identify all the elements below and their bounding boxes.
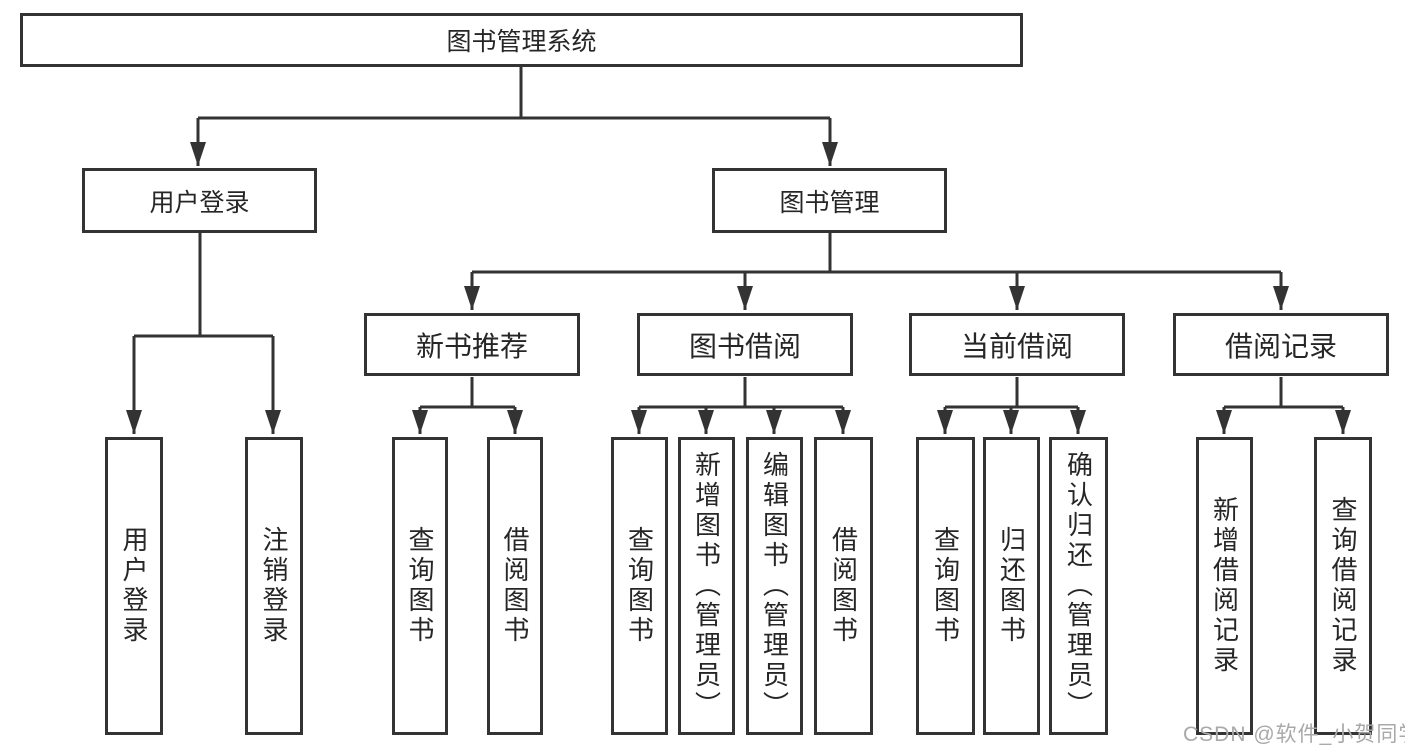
- node-label: 用户登录: [119, 526, 149, 646]
- node-label: 新增图书（管理员）: [691, 451, 722, 721]
- leaf-query-books-recommend: 查询图书: [392, 437, 448, 735]
- node-root-library-management-system: 图书管理系统: [20, 13, 1023, 67]
- leaf-add-borrow-record: 新增借阅记录: [1196, 437, 1253, 735]
- node-user-login: 用户登录: [82, 168, 317, 233]
- node-label: 用户登录: [149, 188, 250, 217]
- node-label: 查询图书: [405, 526, 435, 646]
- node-label: 图书管理系统: [446, 28, 597, 56]
- leaf-query-books-borrow: 查询图书: [611, 437, 668, 735]
- node-book-management: 图书管理: [712, 168, 947, 233]
- node-label: 归还图书: [996, 526, 1027, 646]
- connector-group: [126, 67, 1351, 434]
- node-label: 查询借阅记录: [1328, 496, 1358, 676]
- csdn-watermark: CSDN @软件_小贺同学: [1183, 723, 1405, 746]
- node-label: 借阅记录: [1224, 330, 1337, 362]
- node-label: 新书推荐: [415, 330, 528, 362]
- node-label: 新增借阅记录: [1209, 496, 1240, 676]
- node-label: 借阅图书: [828, 526, 859, 646]
- node-label: 查询图书: [930, 526, 961, 646]
- leaf-logout: 注销登录: [245, 437, 303, 735]
- node-current-borrow: 当前借阅: [909, 313, 1125, 376]
- leaf-borrow-books-recommend: 借阅图书: [487, 437, 543, 735]
- node-label: 图书管理: [779, 188, 880, 217]
- leaf-confirm-return-admin: 确认归还（管理员）: [1049, 437, 1108, 735]
- leaf-add-book-admin: 新增图书（管理员）: [678, 437, 735, 735]
- leaf-query-books-current: 查询图书: [916, 437, 975, 735]
- leaf-query-borrow-record: 查询借阅记录: [1314, 437, 1372, 735]
- node-label: 借阅图书: [500, 526, 530, 646]
- node-label: 当前借阅: [960, 330, 1073, 362]
- node-label: 确认归还（管理员）: [1063, 451, 1094, 721]
- leaf-borrow-books-borrow: 借阅图书: [814, 437, 873, 735]
- node-label: 查询图书: [624, 526, 655, 646]
- node-book-borrow: 图书借阅: [637, 313, 853, 376]
- node-new-book-recommend: 新书推荐: [364, 313, 580, 376]
- leaf-return-book: 归还图书: [983, 437, 1040, 735]
- leaf-edit-book-admin: 编辑图书（管理员）: [746, 437, 803, 735]
- leaf-user-login: 用户登录: [105, 437, 163, 735]
- node-label: 编辑图书（管理员）: [759, 451, 790, 721]
- node-label: 注销登录: [259, 526, 289, 646]
- node-borrow-record: 借阅记录: [1173, 313, 1389, 376]
- node-label: 图书借阅: [688, 330, 801, 362]
